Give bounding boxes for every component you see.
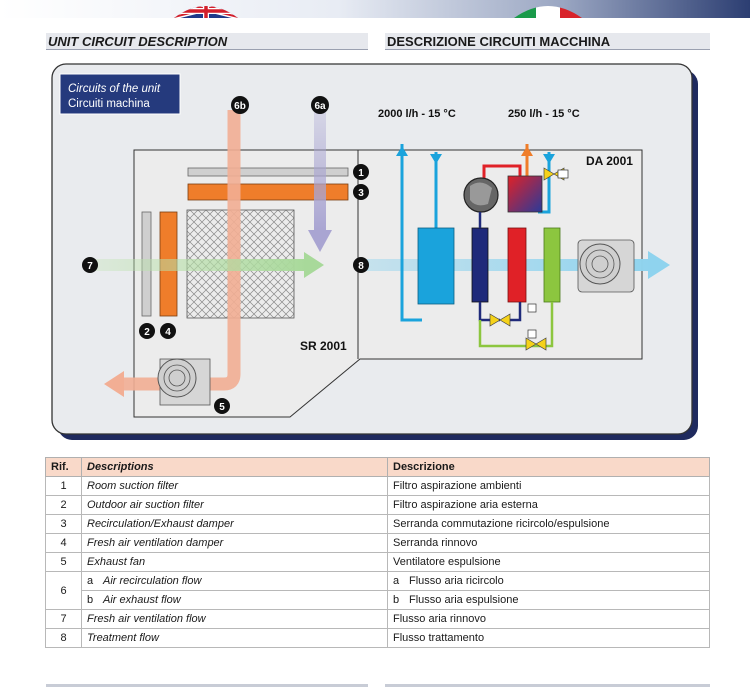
bottom-rule-left [46, 684, 368, 687]
row-desc-it: Filtro aspirazione ambienti [387, 476, 710, 496]
marker-1: 1 [358, 168, 364, 179]
row-sub-label: a [87, 575, 94, 587]
header-descrizione: Descrizione [387, 457, 710, 477]
row-rif: 5 [45, 552, 82, 572]
marker-2: 2 [144, 327, 150, 338]
row-desc-it: Flusso aria rinnovo [387, 609, 710, 629]
marker-6b: 6b [234, 101, 246, 112]
condenser [507, 175, 543, 213]
fresh-air-flow-arrow [304, 252, 324, 278]
marker-4: 4 [165, 327, 171, 338]
italy-flag-icon [514, 6, 582, 18]
row-sub-label: a [393, 575, 400, 587]
marker-8: 8 [358, 261, 364, 272]
table-row: 8 Treatment flow Flusso trattamento [45, 628, 710, 648]
table-row: 2 Outdoor air suction filter Filtro aspi… [45, 495, 710, 515]
row-desc-en: Exhaust fan [81, 552, 388, 572]
row-sub-text: Air exhaust flow [103, 594, 181, 606]
supply-fan-icon [577, 239, 635, 293]
marker-6a: 6a [314, 101, 326, 112]
row-desc-en: Fresh air ventilation damper [81, 533, 388, 553]
row-desc-it: Filtro aspirazione aria esterna [387, 495, 710, 515]
legend-line-1: Circuits of the unit [68, 83, 161, 95]
legend-box [59, 73, 181, 115]
row-desc-en: Treatment flow [81, 628, 388, 648]
row-sub-label: b [87, 594, 94, 606]
row-desc-en: Room suction filter [81, 476, 388, 496]
unit-circuit-diagram: Circuits of the unit Circuiti machina [51, 63, 698, 440]
uk-flag-icon [174, 6, 238, 18]
room-suction-filter [187, 167, 349, 177]
table-header: Rif. Descriptions Descrizione [45, 457, 710, 477]
table-row: 4 Fresh air ventilation damper Serranda … [45, 533, 710, 553]
row-sub-label: b [393, 594, 400, 606]
table-row: b Air exhaust flow b Flusso aria espulsion… [46, 590, 710, 610]
row-rif: 2 [45, 495, 82, 515]
section-heading-english: UNIT CIRCUIT DESCRIPTION [46, 33, 368, 50]
header-descriptions: Descriptions [81, 457, 388, 477]
bottom-rule-right [385, 684, 710, 687]
evaporator [471, 227, 489, 303]
unit-label-da: DA 2001 [586, 154, 633, 168]
flow-label-right: 250 l/h - 15 °C [508, 108, 580, 120]
row-rif: 6 [45, 571, 82, 610]
water-coil [417, 227, 455, 305]
row-desc-it: Flusso trattamento [387, 628, 710, 648]
row-sub-text: Flusso aria espulsione [409, 594, 519, 606]
reference-table: Rif. Descriptions Descrizione 1 Room suc… [45, 457, 710, 648]
row-desc-en: Recirculation/Exhaust damper [81, 514, 388, 534]
row-desc-en: Fresh air ventilation flow [81, 609, 388, 629]
marker-7: 7 [87, 261, 93, 272]
table-row: 3 Recirculation/Exhaust damper Serranda … [45, 514, 710, 534]
row-desc-it: Ventilatore espulsione [387, 552, 710, 572]
row-rif: 7 [45, 609, 82, 629]
table-row: 5 Exhaust fan Ventilatore espulsione [45, 552, 710, 572]
row-desc-en: a Air recirculation flow [81, 571, 388, 591]
row-desc-en: b Air exhaust flow [81, 590, 388, 610]
unit-label-sr: SR 2001 [300, 339, 347, 353]
row-rif: 1 [45, 476, 82, 496]
marker-5: 5 [219, 402, 225, 413]
top-banner [0, 0, 750, 18]
treatment-flow-arrow [648, 251, 670, 279]
cooling-coil [543, 227, 561, 303]
table-row: 6 a Air recirculation flow a Flusso aria r… [45, 571, 710, 610]
row-desc-it: b Flusso aria espulsione [387, 590, 710, 610]
row-desc-it: Serranda commutazione ricircolo/espulsio… [387, 514, 710, 534]
row-rif: 4 [45, 533, 82, 553]
legend-line-2: Circuiti machina [68, 98, 150, 110]
section-heading-italian: DESCRIZIONE CIRCUITI MACCHINA [385, 33, 710, 50]
row-rif: 8 [45, 628, 82, 648]
table-row: 1 Room suction filter Filtro aspirazione… [45, 476, 710, 496]
row-sub-text: Flusso aria ricircolo [409, 575, 504, 587]
row-desc-it: Serranda rinnovo [387, 533, 710, 553]
row-desc-it: a Flusso aria ricircolo [387, 571, 710, 591]
reheat-coil [507, 227, 527, 303]
recirculation-flow-arrow [308, 230, 332, 252]
flow-label-left: 2000 l/h - 15 °C [378, 108, 456, 120]
header-rif: Rif. [45, 457, 82, 477]
marker-3: 3 [358, 188, 364, 199]
exhaust-flow-arrow [122, 110, 241, 391]
row-rif: 3 [45, 514, 82, 534]
row-sub-text: Air recirculation flow [103, 575, 202, 587]
row-desc-en: Outdoor air suction filter [81, 495, 388, 515]
table-row: 7 Fresh air ventilation flow Flusso aria… [45, 609, 710, 629]
exhaust-fan-icon [157, 358, 211, 406]
